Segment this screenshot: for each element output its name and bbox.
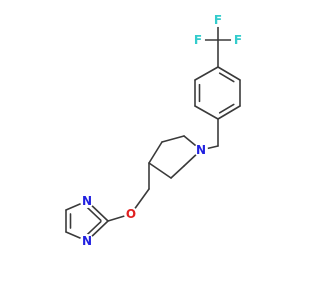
atom-label-f2: F [214,13,222,27]
atom-label-n-piperidine: N [196,143,206,157]
atom-fluorine-3: F [231,33,245,47]
bond-ar1-ar2-inner [218,72,235,83]
bond-ar4-ar5 [194,105,219,120]
atom-nitrogen-pyrimidine-2: N [80,234,94,248]
bond-pp1-pp2 [161,135,185,143]
bond-layer [65,19,241,242]
bond-ar3-ar4 [217,105,241,120]
atom-label-n-pyrimidine-1: N [82,194,92,208]
bond-py1-py2-inner [86,206,102,222]
atom-oxygen-ether: O [124,207,138,221]
bond-ar6-ar1 [194,66,219,81]
atom-nitrogen-piperidine: N [194,143,208,157]
atom-layer: F F F N O N N [80,13,245,248]
bond-py5-py1-inner [86,220,102,236]
atom-label-f1: F [194,33,202,47]
atom-label-o-ether: O [126,207,136,221]
atom-nitrogen-pyrimidine-1: N [80,194,94,208]
bond-ar1-ar2 [217,66,241,81]
bond-ar3-ar4-inner [218,103,235,114]
molecule-structure-diagram: F F F N O N N [65,13,245,248]
atom-label-n-pyrimidine-2: N [82,234,92,248]
molecule-svg: F F F N O N N [65,13,245,248]
atom-fluorine-2: F [211,13,225,27]
bond-pp4-pp5 [170,165,185,179]
atom-fluorine-1: F [191,33,205,47]
bond-pp2-pp3 [148,141,163,164]
bond-pp3-pp4 [148,162,172,179]
atom-label-f3: F [234,33,242,47]
